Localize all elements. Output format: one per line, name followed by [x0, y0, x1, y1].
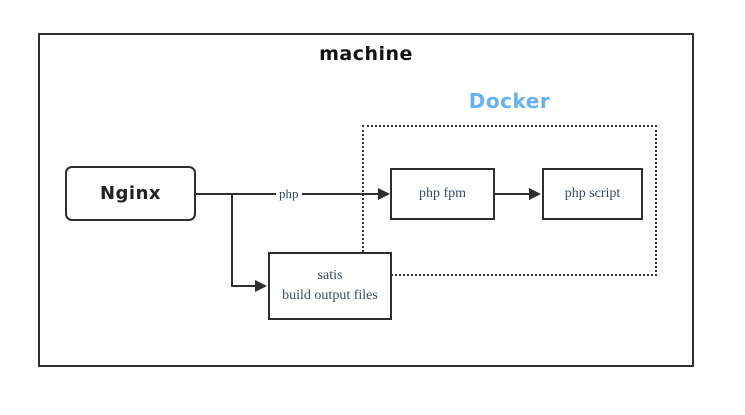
node-php-fpm-label: php fpm: [418, 185, 467, 201]
docker-boundary: [362, 125, 657, 276]
node-nginx: Nginx: [65, 166, 196, 221]
node-satis-label-line1: satis: [317, 267, 343, 283]
machine-boundary: [38, 33, 694, 367]
node-php-script: php script: [542, 168, 643, 220]
edge-label-php: php: [276, 186, 302, 202]
node-satis: satis build output files: [268, 252, 392, 320]
node-nginx-label: Nginx: [99, 183, 162, 204]
machine-title: machine: [319, 43, 413, 65]
node-satis-label-line2: build output files: [282, 288, 378, 303]
node-php-script-label: php script: [564, 185, 621, 201]
arrowhead-satis: [255, 280, 267, 292]
arrowhead-php-fpm: [378, 188, 390, 200]
docker-label: Docker: [468, 89, 551, 113]
edge-nginx-to-satis: [231, 194, 258, 287]
arrowhead-php-script: [529, 188, 541, 200]
node-php-fpm: php fpm: [390, 168, 495, 220]
